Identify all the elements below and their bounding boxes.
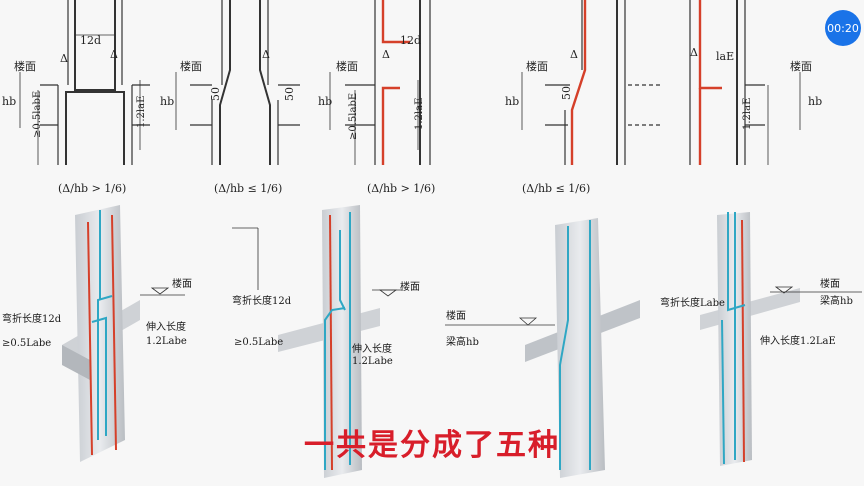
d4-condition: (Δ/hb ≤ 1/6)	[522, 182, 590, 195]
d3-condition: (Δ/hb > 1/6)	[367, 182, 435, 195]
d3-05labe: ≥0.5labE	[348, 93, 359, 140]
d2-50-right: 50	[283, 87, 296, 101]
d2-50-left: 50	[209, 87, 222, 101]
detail-3-red-bars	[381, 0, 410, 165]
d2-delta: Δ	[262, 48, 270, 61]
d3-hb: hb	[318, 95, 332, 108]
d4-floor: 楼面	[526, 59, 548, 73]
d5-floor: 楼面	[790, 59, 812, 73]
d5-12lae: 1.2laE	[742, 98, 753, 130]
detail-4-red-bar	[570, 0, 587, 165]
iso-view-4: 楼面 弯折长度Labe 梁高hb 伸入长度1.2LaE	[660, 212, 862, 466]
d5-hb: hb	[808, 95, 822, 108]
d1-condition: (Δ/hb > 1/6)	[58, 182, 126, 195]
timer-badge: 00:20	[825, 10, 861, 46]
iso-view-2: 楼面 弯折长度12d ≥0.5Labe 伸入长度 1.2Labe	[232, 205, 420, 478]
d1-delta-right: Δ	[110, 48, 118, 61]
v1-12labe: 1.2Labe	[146, 336, 187, 347]
detail-4	[521, 0, 660, 165]
d1-12d: 12d	[80, 34, 101, 47]
v2-12labe: 1.2Labe	[352, 356, 393, 367]
v1-05labe: ≥0.5Labe	[2, 338, 51, 349]
v2-05labe: ≥0.5Labe	[234, 337, 283, 348]
detail-labels: 12d Δ Δ 楼面 hb ≥0.5labE 1.2laE (Δ/hb > 1/…	[2, 34, 822, 195]
detail-5-red-bars	[698, 0, 722, 165]
v3-hb: 梁高hb	[446, 335, 479, 348]
v1-bend: 弯折长度12d	[2, 312, 62, 325]
v1-extend: 伸入长度	[146, 320, 186, 333]
d5-delta: Δ	[690, 46, 698, 59]
subtitle-caption: 一共是分成了五种	[304, 428, 560, 463]
d3-12lae: 1.2laE	[414, 98, 425, 130]
d2-condition: (Δ/hb ≤ 1/6)	[214, 182, 282, 195]
v2-bend: 弯折长度12d	[232, 294, 292, 307]
iso-view-1: 楼面 弯折长度12d ≥0.5Labe 伸入长度 1.2Labe	[2, 205, 192, 462]
detail-2	[175, 0, 300, 165]
d3-floor: 楼面	[336, 59, 358, 73]
iso-view-3: 楼面 梁高hb	[445, 218, 640, 478]
v4-extend: 伸入长度1.2LaE	[760, 334, 836, 347]
d2-hb: hb	[160, 95, 174, 108]
d1-05labe: ≥0.5labE	[32, 91, 43, 138]
detail-3	[329, 0, 431, 165]
v2-floor: 楼面	[400, 280, 420, 293]
d1-delta-left: Δ	[60, 52, 68, 65]
d3-12d: 12d	[400, 34, 421, 47]
d1-12lae: 1.2laE	[136, 96, 147, 128]
d4-delta: Δ	[570, 48, 578, 61]
d4-hb: hb	[505, 95, 519, 108]
d2-floor: 楼面	[180, 59, 202, 73]
v1-floor: 楼面	[172, 277, 192, 290]
v3-floor: 楼面	[446, 309, 466, 322]
d1-hb: hb	[2, 95, 16, 108]
d3-delta: Δ	[382, 48, 390, 61]
v4-bend: 弯折长度Labe	[660, 296, 725, 309]
detail-5	[689, 0, 801, 165]
v4-floor: 楼面	[820, 277, 840, 290]
d4-50: 50	[560, 86, 573, 100]
d1-floor: 楼面	[14, 59, 36, 73]
d5-lae: laE	[716, 50, 734, 63]
v2-extend: 伸入长度	[352, 342, 392, 355]
detail-1	[19, 0, 150, 165]
v4-hb: 梁高hb	[820, 294, 853, 307]
